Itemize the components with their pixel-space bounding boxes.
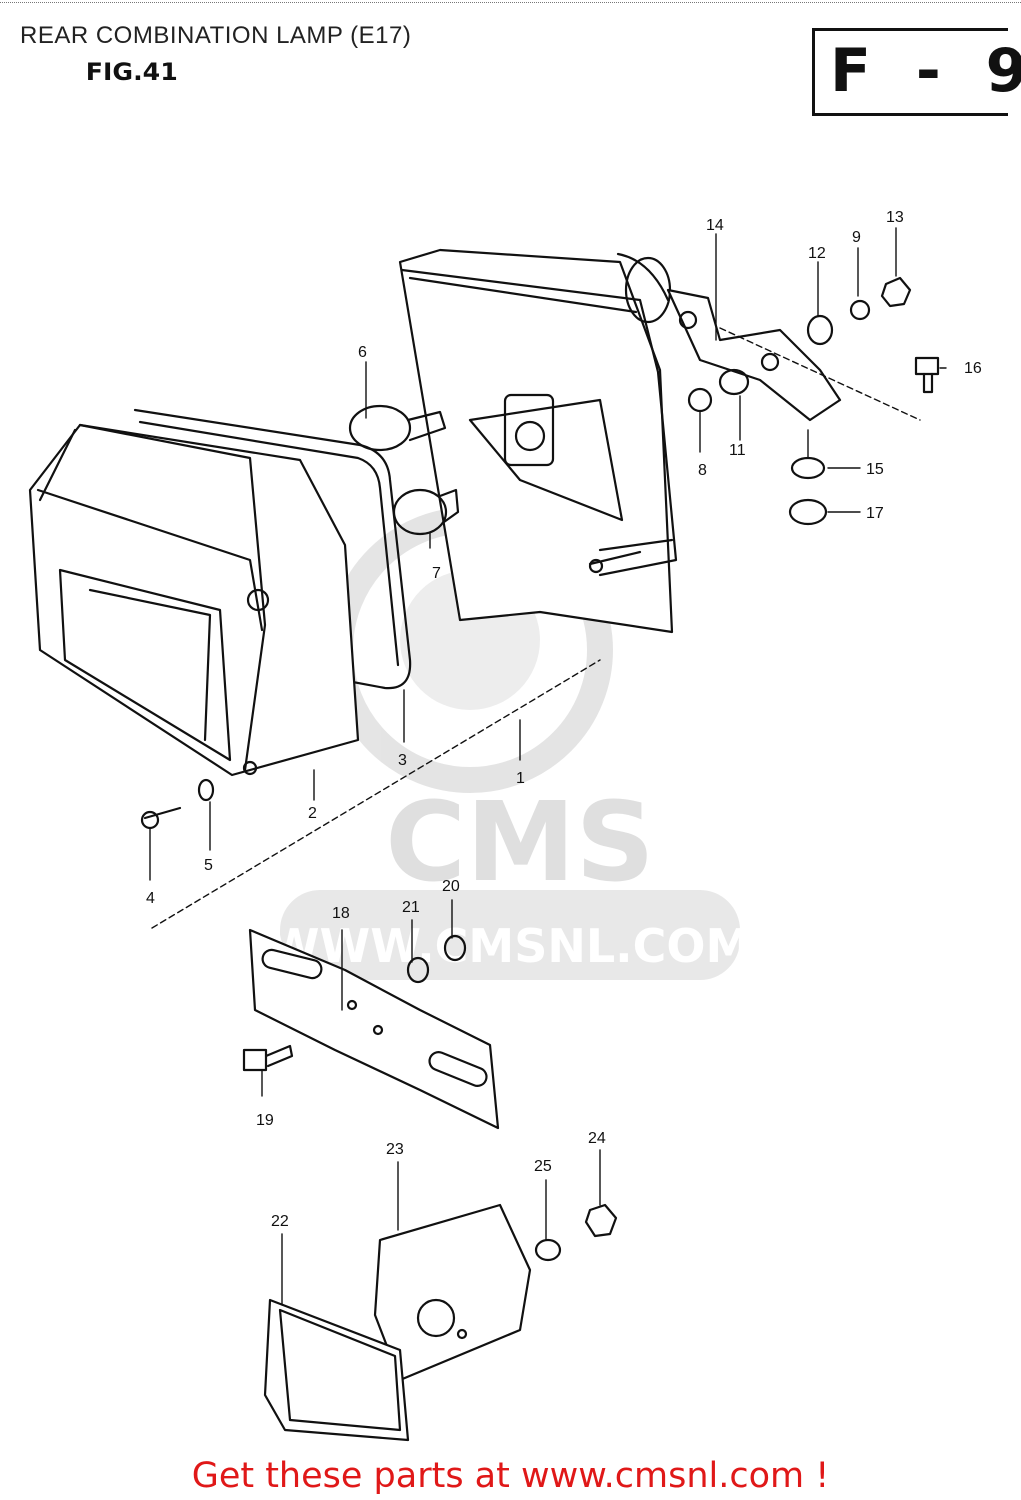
callout-labels: 1 2 3 4 5 6 7 8 9 11 12 13 14 15 16 17 1… — [146, 209, 982, 1230]
figure-label: FIG.41 — [85, 58, 178, 86]
bulb-7 — [392, 488, 460, 536]
page-title: REAR COMBINATION LAMP (E17) — [20, 22, 412, 49]
washer-8 — [687, 387, 713, 413]
lamp-housing — [398, 248, 678, 634]
callout-13: 13 — [886, 209, 904, 226]
mount-bracket — [666, 288, 842, 422]
callout-24: 24 — [588, 1130, 606, 1147]
leader-lines — [149, 227, 947, 1306]
callout-20: 20 — [442, 878, 460, 895]
callout-9: 9 — [852, 229, 861, 246]
callout-15: 15 — [866, 461, 884, 478]
nut-5 — [197, 778, 215, 802]
callout-5: 5 — [204, 857, 213, 874]
callout-3: 3 — [398, 752, 407, 769]
callout-22: 22 — [271, 1213, 289, 1230]
shop-link-banner[interactable]: Get these parts at www.cmsnl.com ! — [191, 1456, 830, 1496]
callout-1: 1 — [516, 770, 525, 787]
nut-24 — [584, 1203, 618, 1238]
callout-23: 23 — [386, 1141, 404, 1158]
nut-20 — [443, 934, 467, 962]
callout-7: 7 — [432, 565, 441, 582]
license-lamp-housing-23 — [373, 1203, 532, 1382]
grommet-11 — [718, 368, 750, 396]
callout-19: 19 — [256, 1112, 274, 1129]
bolt-19 — [242, 1044, 294, 1072]
callout-17: 17 — [866, 505, 884, 522]
callout-8: 8 — [698, 462, 707, 479]
license-lamp-lens-22 — [263, 1298, 410, 1442]
top-dotted-border — [0, 2, 1021, 3]
callout-12: 12 — [808, 245, 826, 262]
callout-2: 2 — [308, 805, 317, 822]
callout-18: 18 — [332, 905, 350, 922]
nut-15 — [790, 456, 826, 480]
callout-6: 6 — [358, 344, 367, 361]
watermark-url: WWW.CMSNL.COM — [269, 919, 752, 973]
callout-11: 11 — [729, 442, 746, 459]
callout-14: 14 — [706, 217, 724, 234]
watermark-logo-text: CMS — [385, 778, 654, 906]
lamp-lens — [28, 423, 360, 777]
cushion-17 — [788, 498, 828, 526]
washer-9 — [849, 299, 871, 321]
grommet-12 — [806, 314, 834, 346]
license-plate-bracket — [248, 928, 500, 1130]
section-box — [812, 28, 1008, 116]
callout-4: 4 — [146, 890, 155, 907]
washer-25 — [534, 1238, 562, 1262]
callout-25: 25 — [534, 1158, 552, 1175]
bolt-16 — [914, 356, 940, 394]
screw-4 — [140, 806, 182, 830]
callout-16: 16 — [964, 360, 982, 377]
callout-21: 21 — [402, 899, 420, 916]
bulb-6 — [348, 404, 447, 452]
section-code: F - 9 — [830, 36, 1021, 106]
nut-13 — [880, 276, 912, 308]
washer-21 — [406, 956, 430, 984]
